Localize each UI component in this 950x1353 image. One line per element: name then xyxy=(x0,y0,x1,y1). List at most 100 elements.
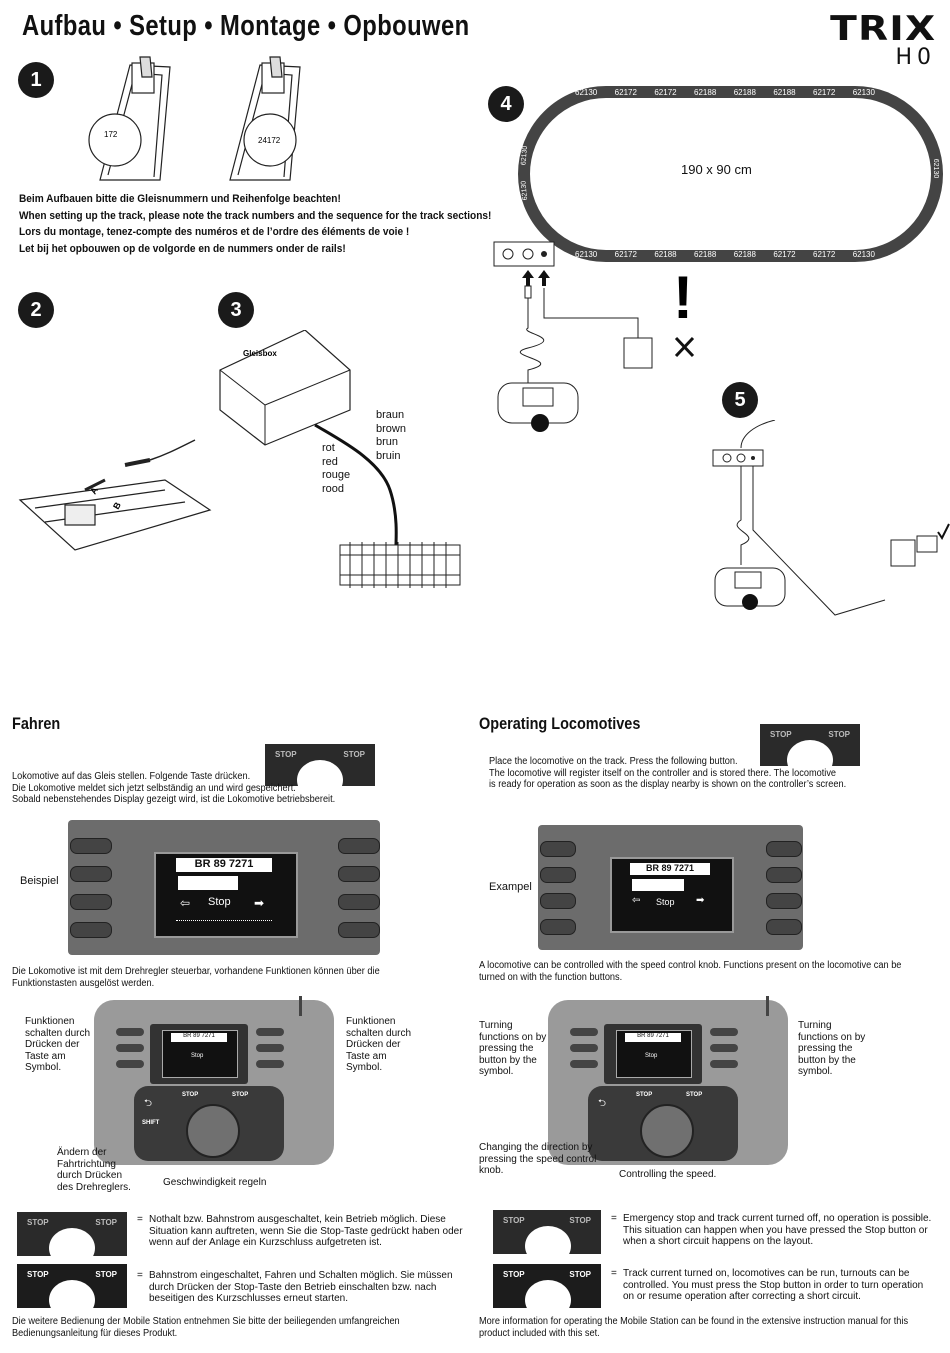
setup-note-en: When setting up the track, please note t… xyxy=(19,209,492,222)
function-button[interactable] xyxy=(766,841,802,857)
segment-label: 62172 xyxy=(813,250,836,259)
drive-status: Stop xyxy=(656,897,675,907)
fahren-functions-left: Funktionen schalten durch Drücken der Ta… xyxy=(25,1016,91,1073)
direction-right-icon: ➡ xyxy=(696,895,705,906)
scale-label: H0 xyxy=(895,45,936,70)
operating-functions-right: Turning functions on by pressing the but… xyxy=(798,1020,866,1077)
stop-key-left[interactable]: STOP xyxy=(182,1092,199,1098)
wire-brown-de: braun xyxy=(376,409,405,421)
segment-label: 62172 xyxy=(614,88,637,97)
legend-text: Emergency stop and track current turned … xyxy=(623,1213,932,1247)
direction-left-icon: ⇦ xyxy=(632,895,641,906)
function-button[interactable] xyxy=(540,893,576,909)
function-button[interactable] xyxy=(766,893,802,909)
operating-footer: More information for operating the Mobil… xyxy=(479,1316,909,1339)
back-icon[interactable]: ⮌ xyxy=(144,1098,153,1109)
fahren-intro-line: Lokomotive auf das Gleis stellen. Folgen… xyxy=(12,771,251,782)
function-button[interactable] xyxy=(540,841,576,857)
segment-label: 62188 xyxy=(733,250,756,259)
locomotive-icon xyxy=(632,879,684,891)
segment-label: 62188 xyxy=(694,250,717,259)
function-button[interactable] xyxy=(338,838,380,854)
legend-stop-off-icon: STOP STOP xyxy=(17,1212,127,1268)
fahren-speed-label: Geschwindigkeit regeln xyxy=(163,1177,267,1188)
function-button[interactable] xyxy=(338,894,380,910)
speed-control-knob[interactable] xyxy=(186,1104,240,1158)
stop-key-left[interactable]: STOP xyxy=(636,1092,653,1098)
mobile-station-en: BR 89 7271 Stop STOP STOP ⮌ xyxy=(548,996,788,1165)
function-button[interactable] xyxy=(70,922,112,938)
stop-label-left: STOP xyxy=(275,750,297,759)
operating-intro-line: Place the locomotive on the track. Press… xyxy=(489,756,738,767)
wire-brown-en: brown xyxy=(376,422,406,435)
shift-key[interactable]: SHIFT xyxy=(142,1120,160,1126)
function-button[interactable] xyxy=(766,867,802,883)
lcd-screen: BR 89 7271 Stop ⇦ ➡ xyxy=(610,857,734,933)
direction-right-icon: ➡ xyxy=(254,896,265,910)
fahren-direction-label: Ändern der Fahrtrichtung durch Drücken d… xyxy=(57,1147,131,1193)
antenna xyxy=(766,996,769,1016)
trix-logo: TRIX H0 xyxy=(830,12,936,70)
bottom-track-segments: 62130 62172 62188 62188 62188 62172 6217… xyxy=(575,250,875,259)
fahren-heading: Fahren xyxy=(12,714,61,733)
function-button[interactable] xyxy=(256,1044,284,1052)
back-icon[interactable]: ⮌ xyxy=(598,1098,607,1109)
antenna xyxy=(299,996,302,1016)
step-1-badge: 1 xyxy=(18,62,54,98)
connector-label-b: B xyxy=(111,500,123,511)
operating-intro-line: The locomotive will register itself on t… xyxy=(489,767,837,779)
segment-label: 62130 xyxy=(575,88,598,97)
function-button[interactable] xyxy=(338,922,380,938)
stop-label-left: STOP xyxy=(503,1270,525,1279)
function-button[interactable] xyxy=(570,1060,598,1068)
function-button[interactable] xyxy=(570,1044,598,1052)
connector-label-a: A xyxy=(88,485,100,496)
step-1-label-a: 172 xyxy=(104,130,118,139)
display-closeup-en: BR 89 7271 Stop ⇦ ➡ xyxy=(538,825,803,950)
function-button[interactable] xyxy=(710,1060,738,1068)
equals-sign: = xyxy=(137,1270,143,1281)
segment-label: 62172 xyxy=(773,250,796,259)
segment-label: 62172 xyxy=(813,88,836,97)
lcd-screen: BR 89 7271 Stop xyxy=(616,1030,692,1078)
speed-control-knob[interactable] xyxy=(640,1104,694,1158)
function-button[interactable] xyxy=(70,866,112,882)
function-button[interactable] xyxy=(70,838,112,854)
wire-red-en: red xyxy=(322,455,338,468)
segment-label: 62172 xyxy=(614,250,637,259)
control-panel: STOP STOP ⮌ xyxy=(588,1086,738,1161)
stop-key-right[interactable]: STOP xyxy=(232,1092,249,1098)
step-2-badge: 2 xyxy=(18,292,54,328)
function-button[interactable] xyxy=(540,867,576,883)
stop-label-right: STOP xyxy=(95,1218,117,1227)
step-4-badge: 4 xyxy=(488,86,524,122)
function-button[interactable] xyxy=(570,1028,598,1036)
stop-button-illustration: STOP STOP xyxy=(265,744,375,800)
drive-status: Stop xyxy=(191,1053,204,1059)
function-button[interactable] xyxy=(256,1060,284,1068)
display-closeup-de: BR 89 7271 Stop ⇦ ➡ xyxy=(68,820,380,955)
drive-status: Stop xyxy=(645,1053,658,1059)
segment-label: 62130 xyxy=(575,250,598,259)
operating-intro: Place the locomotive on the track. Press… xyxy=(489,756,875,791)
fahren-intro: Lokomotive auf das Gleis stellen. Folgen… xyxy=(12,771,380,806)
function-button[interactable] xyxy=(256,1028,284,1036)
function-button[interactable] xyxy=(540,919,576,935)
stop-label-right: STOP xyxy=(569,1270,591,1279)
equals-sign: = xyxy=(611,1268,617,1279)
function-button[interactable] xyxy=(710,1028,738,1036)
function-button[interactable] xyxy=(116,1028,144,1036)
function-button[interactable] xyxy=(710,1044,738,1052)
setup-note-nl: Let bij het opbouwen op de volgorde en d… xyxy=(19,242,346,255)
function-button[interactable] xyxy=(70,894,112,910)
brand-name: TRIX xyxy=(829,9,936,49)
fahren-intro-line: Sobald nebenstehendes Display gezeigt wi… xyxy=(12,794,336,805)
function-button[interactable] xyxy=(766,919,802,935)
function-button[interactable] xyxy=(116,1060,144,1068)
controller-display: BR 89 7271 Stop xyxy=(604,1024,702,1084)
function-button[interactable] xyxy=(338,866,380,882)
legend-text: Track current turned on, locomotives can… xyxy=(623,1268,924,1302)
function-button[interactable] xyxy=(116,1044,144,1052)
stop-key-right[interactable]: STOP xyxy=(686,1092,703,1098)
segment-label: 62130 xyxy=(929,111,943,132)
